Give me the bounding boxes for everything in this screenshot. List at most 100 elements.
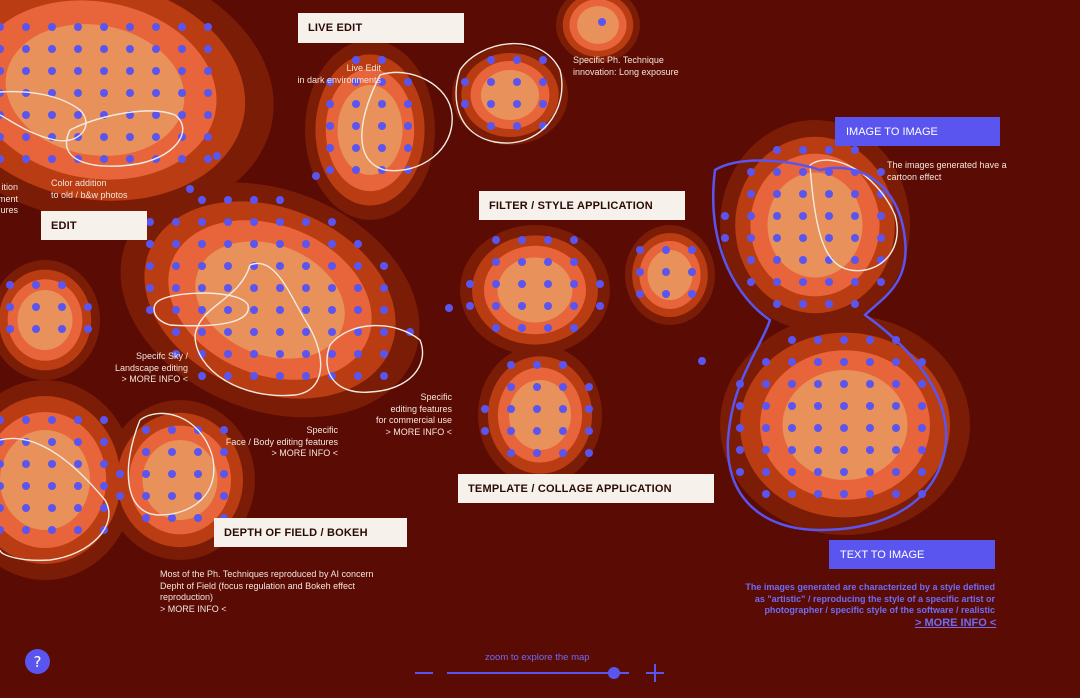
- dot: [918, 358, 926, 366]
- dot: [58, 303, 66, 311]
- dot: [814, 424, 822, 432]
- dot: [799, 300, 807, 308]
- category-label-template-collage[interactable]: TEMPLATE / COLLAGE APPLICATION: [458, 474, 714, 503]
- zoom-slider-handle[interactable]: [608, 667, 621, 679]
- dot: [721, 234, 729, 242]
- dot: [224, 306, 232, 314]
- dot: [380, 306, 388, 314]
- dot: [220, 448, 228, 456]
- more-info-link-commercial[interactable]: > MORE INFO <: [385, 426, 452, 437]
- dot: [788, 490, 796, 498]
- dot: [378, 122, 386, 130]
- dot: [461, 100, 469, 108]
- dot: [204, 155, 212, 163]
- dot: [762, 468, 770, 476]
- dot: [892, 380, 900, 388]
- more-info-link-text-to-image[interactable]: > MORE INFO <: [915, 617, 997, 629]
- blob-filter-layer-3: [497, 257, 573, 323]
- dot: [352, 122, 360, 130]
- zoom-slider[interactable]: [447, 667, 629, 679]
- dot: [662, 268, 670, 276]
- dot: [877, 212, 885, 220]
- dot: [168, 470, 176, 478]
- category-label-image-to-image[interactable]: IMAGE TO IMAGE: [835, 117, 1000, 146]
- dot: [788, 424, 796, 432]
- dot: [698, 357, 706, 365]
- more-info-link-sky[interactable]: > MORE INFO <: [121, 374, 188, 384]
- dot: [840, 336, 848, 344]
- dot: [74, 45, 82, 53]
- dot: [799, 168, 807, 176]
- dot: [0, 133, 4, 141]
- dot: [354, 284, 362, 292]
- category-label-depth-of-field[interactable]: DEPTH OF FIELD / BOKEH: [214, 518, 407, 547]
- dot: [825, 234, 833, 242]
- dot: [84, 325, 92, 333]
- dot: [152, 45, 160, 53]
- dot: [328, 240, 336, 248]
- dot: [0, 504, 4, 512]
- blob-live-edit-layer-3: [337, 85, 403, 175]
- category-label-live-edit[interactable]: LIVE EDIT: [298, 13, 464, 43]
- dot: [636, 290, 644, 298]
- zoom-out-button[interactable]: [413, 664, 435, 682]
- dot: [48, 416, 56, 424]
- dot: [380, 372, 388, 380]
- dot: [851, 234, 859, 242]
- dot: [866, 380, 874, 388]
- dot: [0, 45, 4, 53]
- question-icon: ?: [33, 652, 42, 671]
- category-label-text-to-image[interactable]: TEXT TO IMAGE: [829, 540, 995, 569]
- dot: [116, 470, 124, 478]
- dot: [825, 190, 833, 198]
- dot: [172, 284, 180, 292]
- dot: [559, 405, 567, 413]
- dot: [445, 304, 453, 312]
- dot: [6, 303, 14, 311]
- more-info-link-depth[interactable]: > MORE INFO <: [160, 603, 227, 614]
- note-text-to-image: The images generated are characterized b…: [745, 582, 995, 615]
- dot: [466, 280, 474, 288]
- dot: [22, 111, 30, 119]
- dot: [32, 325, 40, 333]
- dot: [198, 372, 206, 380]
- dot: [178, 23, 186, 31]
- dot: [814, 446, 822, 454]
- dot: [0, 89, 4, 97]
- dot: [100, 482, 108, 490]
- dot: [74, 482, 82, 490]
- category-label-edit[interactable]: EDIT: [41, 211, 147, 240]
- dot: [773, 168, 781, 176]
- dot: [100, 155, 108, 163]
- dot: [518, 258, 526, 266]
- dot: [799, 278, 807, 286]
- dot: [747, 256, 755, 264]
- dot: [178, 155, 186, 163]
- dot: [178, 67, 186, 75]
- more-info-link-face-body[interactable]: > MORE INFO <: [271, 448, 338, 458]
- dot: [788, 380, 796, 388]
- help-button[interactable]: ?: [25, 649, 50, 674]
- zoom-hint: zoom to explore the map: [485, 652, 590, 663]
- dot: [492, 258, 500, 266]
- cluster-outline-0: [0, 90, 87, 142]
- dot: [596, 302, 604, 310]
- category-label-filter-style[interactable]: FILTER / STYLE APPLICATION: [479, 191, 685, 220]
- dot: [840, 380, 848, 388]
- dot: [126, 23, 134, 31]
- cluster-outline-1: [65, 110, 184, 167]
- dot: [662, 290, 670, 298]
- dot: [851, 212, 859, 220]
- dot: [224, 196, 232, 204]
- zoom-in-button[interactable]: [644, 662, 666, 684]
- dot: [747, 278, 755, 286]
- dot: [866, 446, 874, 454]
- dot: [570, 236, 578, 244]
- dot: [172, 306, 180, 314]
- dot: [328, 306, 336, 314]
- text-image-cluster-outline: [712, 159, 948, 532]
